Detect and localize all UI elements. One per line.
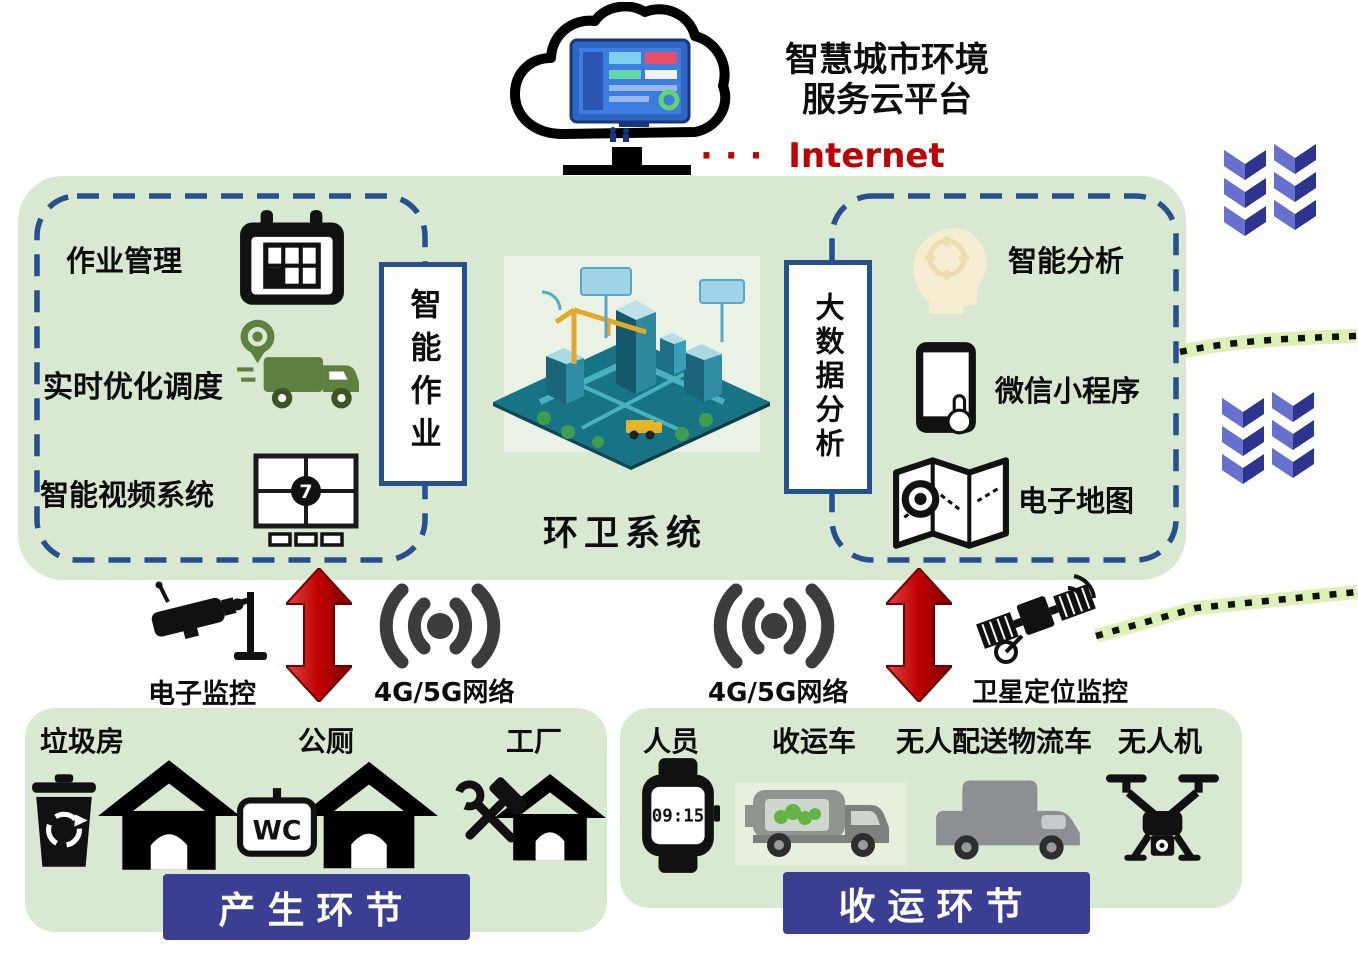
- internet-text: Internet: [788, 136, 945, 176]
- right-network-label: 4G/5G网络: [708, 678, 849, 708]
- up-down-arrow-left: [286, 568, 352, 702]
- cctv-camera-icon: [151, 581, 267, 660]
- e-map-label: 电子地图: [1018, 484, 1135, 518]
- house-icon: [98, 760, 240, 870]
- drone-label: 无人机: [1118, 725, 1203, 758]
- delivery-van-icon: [936, 780, 1080, 860]
- collection-banner: 收运环节: [783, 872, 1090, 934]
- collection-truck-label: 收运车: [772, 725, 857, 758]
- big-data-panel-border: [829, 193, 1179, 563]
- watch-time: 09:15: [652, 807, 704, 827]
- house-icon: [300, 761, 438, 869]
- cloud-platform-icon: [510, 2, 731, 142]
- cloud-title: 智慧城市环境 服务云平台: [762, 40, 1012, 120]
- wc-sign-icon: WC: [237, 788, 317, 857]
- 4g5g-signal-icon: [379, 583, 501, 669]
- garbage-room-label: 垃圾房: [40, 725, 125, 758]
- video-wall-icon: 7: [253, 453, 359, 547]
- e-monitoring-label: 电子监控: [148, 679, 256, 710]
- smart-video-label: 智能视频系统: [40, 478, 215, 512]
- phone-icon: [916, 342, 976, 435]
- cloud-title-line2: 服务云平台: [802, 80, 972, 121]
- map-icon: [893, 457, 1009, 549]
- generation-banner: 产生环节: [163, 874, 470, 940]
- internet-dots: · · ·: [700, 136, 763, 176]
- chevron-down-icon: [1222, 392, 1314, 484]
- wc-sign-text: WC: [253, 815, 302, 846]
- network-bar: [563, 165, 691, 175]
- internet-label: · · · Internet: [700, 136, 945, 176]
- realtime-dispatch-label: 实时优化调度: [43, 370, 223, 405]
- watch-icon: 09:15: [642, 758, 720, 873]
- smart-city-illustration: [493, 256, 770, 470]
- network-plug: [612, 147, 642, 167]
- truck-pin-icon: [237, 319, 359, 409]
- up-down-arrow-right: [886, 568, 952, 702]
- satellite-icon: [976, 574, 1096, 664]
- intelligent-operation-vertical-label: 智能作业: [379, 262, 467, 486]
- cloud-title-line1: 智慧城市环境: [785, 40, 989, 80]
- left-network-label: 4G/5G网络: [374, 678, 515, 708]
- operation-management-label: 作业管理: [66, 244, 183, 278]
- factory-label: 工厂: [506, 725, 563, 758]
- smart-analysis-label: 智能分析: [1008, 244, 1125, 278]
- tools-icon: [454, 777, 528, 843]
- smart-head-icon: [913, 228, 987, 314]
- wechat-miniprogram-label: 微信小程序: [995, 374, 1141, 408]
- big-data-vertical-label: 大数据分析: [784, 260, 872, 494]
- unmanned-van-label: 无人配送物流车: [896, 725, 1093, 758]
- garbage-truck-icon: [735, 783, 907, 865]
- trash-bin-icon: [32, 774, 96, 867]
- personnel-label: 人员: [643, 725, 700, 758]
- public-toilet-label: 公厕: [298, 725, 355, 758]
- chevron-down-icon: [1224, 144, 1316, 236]
- system-title: 环卫系统: [543, 514, 708, 554]
- drone-icon: [1106, 774, 1219, 861]
- satellite-monitoring-label: 卫星定位监控: [972, 678, 1129, 708]
- video-badge: 7: [299, 481, 312, 503]
- 4g5g-signal-icon: [713, 583, 835, 669]
- calendar-icon: [240, 210, 344, 305]
